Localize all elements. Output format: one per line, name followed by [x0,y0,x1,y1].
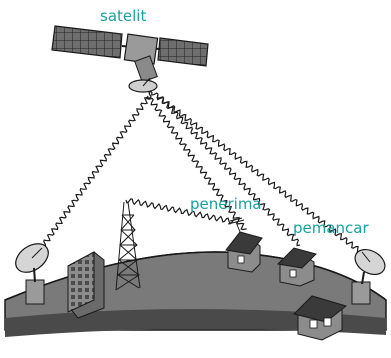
solar-panel-left [51,25,123,59]
receiver-label: penerima [190,195,262,213]
house-receiver [225,217,263,273]
wave-tower-to-house [125,198,236,225]
signal-waves [38,91,365,258]
wave-satellite-to-right-dish [151,91,365,258]
transmission-tower [115,201,141,291]
transmitter-label: pemancar [293,219,369,237]
apartment-building [67,251,105,319]
wave-satellite-to-house-mid [145,95,247,231]
solar-panel-right [157,37,209,67]
wave-satellite-to-left-dish [38,91,153,252]
left-satellite-dish [15,243,49,305]
satellite-label: satelit [100,7,147,25]
house-foreground [293,295,348,341]
wave-satellite-to-house-right [156,94,301,247]
house-right [276,247,317,287]
satellite [51,25,209,93]
right-satellite-dish [351,248,386,305]
